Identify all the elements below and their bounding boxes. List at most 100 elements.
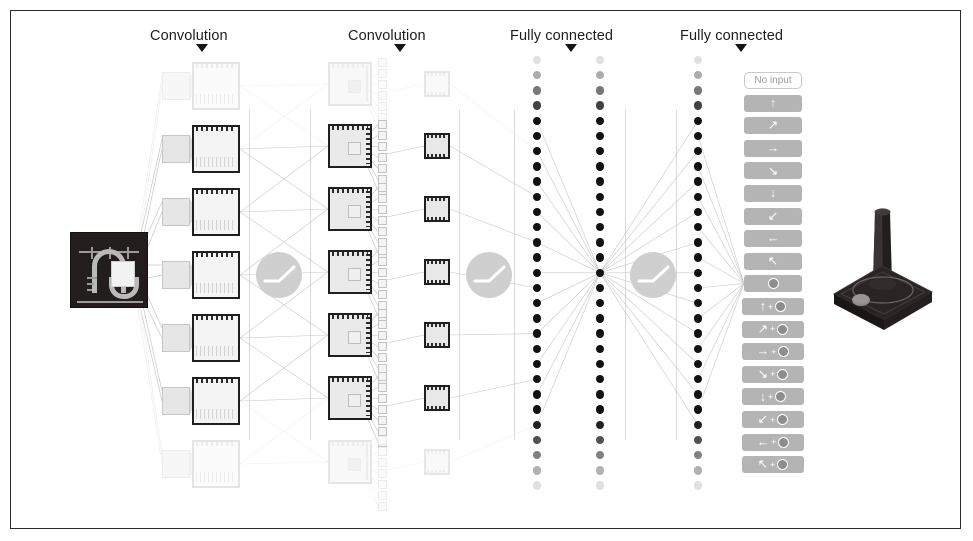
action-button-right[interactable]: → bbox=[744, 139, 802, 157]
arrow-icon-down: ↓ bbox=[769, 186, 777, 201]
action-button-down-right[interactable]: ↘ bbox=[744, 162, 802, 180]
conv1-map-texture-4 bbox=[196, 346, 236, 356]
action-button-up-fire[interactable]: ↑+ bbox=[742, 298, 804, 315]
conv2-column-square-1-4 bbox=[378, 164, 387, 173]
wire-conv2-fc1-4 bbox=[449, 333, 538, 336]
action-button-down-left[interactable]: ↙ bbox=[744, 207, 802, 225]
fc3-dot-20 bbox=[693, 359, 703, 369]
arrow-icon-right: → bbox=[766, 141, 780, 156]
action-button-left-fire[interactable]: ←+ bbox=[742, 433, 804, 451]
conv2-out-ticks-bottom-4 bbox=[427, 343, 447, 346]
action-button-left[interactable]: ← bbox=[744, 230, 802, 248]
conv1-patch-2 bbox=[162, 198, 190, 226]
fc1-dot-23 bbox=[532, 405, 542, 414]
fc2-dot-12 bbox=[595, 238, 605, 247]
plus-sign-down-left-fire: + bbox=[770, 414, 776, 425]
action-button-right-fire[interactable]: →+ bbox=[742, 343, 804, 361]
action-button-fire[interactable] bbox=[744, 275, 802, 293]
conv2-column-square-6-1 bbox=[378, 447, 387, 456]
conv1-map-ticks-1 bbox=[196, 127, 236, 131]
fc1-dot-12 bbox=[532, 238, 542, 247]
conv1-feature-map-5 bbox=[192, 377, 240, 425]
conv2-column-square-5-5 bbox=[378, 427, 387, 436]
conv2-out-ticks-bottom-3 bbox=[427, 280, 447, 283]
conv2-inner-patch-6 bbox=[348, 458, 361, 471]
conv1-feature-map-0 bbox=[192, 62, 240, 110]
fc1-dot-21 bbox=[532, 375, 542, 384]
conv2-column-square-4-2 bbox=[378, 331, 387, 340]
fc2-dot-15 bbox=[595, 283, 605, 293]
action-button-up-right-fire[interactable]: ↗+ bbox=[742, 320, 804, 338]
conv2-column-square-3-0 bbox=[378, 246, 387, 255]
fc1-dot-5 bbox=[532, 131, 542, 141]
fc1-dot-18 bbox=[532, 329, 542, 338]
section-label-3: Fully connected bbox=[680, 28, 784, 44]
fc3-dot-28 bbox=[693, 481, 703, 490]
conv2-map-vticks-2 bbox=[366, 191, 370, 227]
arrow-icon-left: ← bbox=[766, 231, 780, 246]
action-button-up[interactable]: ↑ bbox=[744, 94, 802, 112]
conv2-map-vticks-6 bbox=[366, 444, 370, 480]
wire-conv1-conv2-2-2 bbox=[239, 208, 329, 213]
conv1-map-texture-2 bbox=[196, 220, 236, 230]
conv2-column-square-3-1 bbox=[378, 257, 387, 266]
conv2-out-ticks-bottom-0 bbox=[427, 92, 447, 95]
action-button-up-left[interactable]: ↖ bbox=[744, 252, 802, 270]
conv2-column-square-6-3 bbox=[378, 469, 387, 478]
plus-sign-up-fire: + bbox=[767, 301, 774, 312]
fc2-dot-0 bbox=[595, 55, 605, 65]
fc2-dot-2 bbox=[595, 86, 605, 95]
conv2-column-square-4-4 bbox=[378, 353, 387, 362]
conv2-inner-patch-3 bbox=[348, 268, 361, 281]
fc3-dot-8 bbox=[693, 177, 703, 186]
fc1-dot-20 bbox=[532, 359, 542, 369]
conv2-column-square-4-1 bbox=[378, 320, 387, 329]
screen-hud-2 bbox=[87, 283, 94, 285]
fc2-dot-21 bbox=[595, 375, 605, 384]
fc3-dot-2 bbox=[693, 86, 703, 95]
conv2-column-square-0-4 bbox=[378, 102, 387, 111]
conv2-feature-map-0 bbox=[328, 62, 372, 106]
fc2-dot-1 bbox=[595, 71, 605, 80]
conv2-map-ticks-6 bbox=[332, 442, 368, 446]
wire-conv1-conv2-6-6 bbox=[239, 461, 329, 465]
conv2-inner-patch-2 bbox=[348, 205, 361, 218]
fc1-dot-15 bbox=[532, 283, 542, 293]
conv1-feature-map-2 bbox=[192, 188, 240, 236]
conv1-map-texture-5 bbox=[196, 409, 236, 419]
fc3-dot-25 bbox=[693, 435, 703, 445]
action-button-up-right[interactable]: ↗ bbox=[744, 117, 802, 135]
conv2-map-ticks-1 bbox=[332, 126, 368, 130]
conv1-map-ticks-4 bbox=[196, 316, 236, 320]
action-button-up-left-fire[interactable]: ↖+ bbox=[742, 456, 804, 474]
separator-6 bbox=[676, 110, 677, 440]
action-button-down-fire[interactable]: ↓+ bbox=[742, 388, 804, 406]
conv2-out-ticks-3 bbox=[427, 261, 447, 264]
screen-floor bbox=[77, 301, 143, 303]
conv2-out-ticks-4 bbox=[427, 324, 447, 327]
action-button-down[interactable]: ↓ bbox=[744, 185, 802, 202]
conv2-output-map-1 bbox=[424, 133, 450, 159]
conv2-output-map-4 bbox=[424, 322, 450, 348]
arrow-icon-up-right: ↗ bbox=[767, 118, 779, 133]
action-button-down-left-fire[interactable]: ↙+ bbox=[742, 411, 804, 428]
conv1-patch-1 bbox=[162, 135, 190, 163]
fire-icon-down-fire bbox=[775, 391, 787, 403]
fc2-dot-22 bbox=[595, 390, 605, 399]
action-label-no-input: No input bbox=[754, 75, 792, 86]
fc2-dot-16 bbox=[595, 299, 605, 308]
wire-conv2-fc1-2 bbox=[449, 208, 538, 243]
action-button-down-right-fire[interactable]: ↘+ bbox=[742, 365, 804, 383]
fc1-dot-1 bbox=[532, 71, 542, 80]
action-button-no-input[interactable]: No input bbox=[744, 72, 802, 89]
fc3-dot-16 bbox=[693, 299, 703, 308]
conv2-map-ticks-0 bbox=[332, 64, 368, 68]
wire-conv2-fc1-6 bbox=[449, 424, 538, 463]
screen-hud-3 bbox=[87, 289, 92, 291]
wire-conv1-conv2-5-6 bbox=[239, 400, 329, 463]
fc3-dot-13 bbox=[693, 253, 703, 262]
wire-conv2-out-2 bbox=[386, 208, 425, 218]
conv1-map-ticks-0 bbox=[196, 64, 236, 68]
conv1-map-ticks-6 bbox=[196, 442, 236, 446]
conv1-patch-5 bbox=[162, 387, 190, 415]
